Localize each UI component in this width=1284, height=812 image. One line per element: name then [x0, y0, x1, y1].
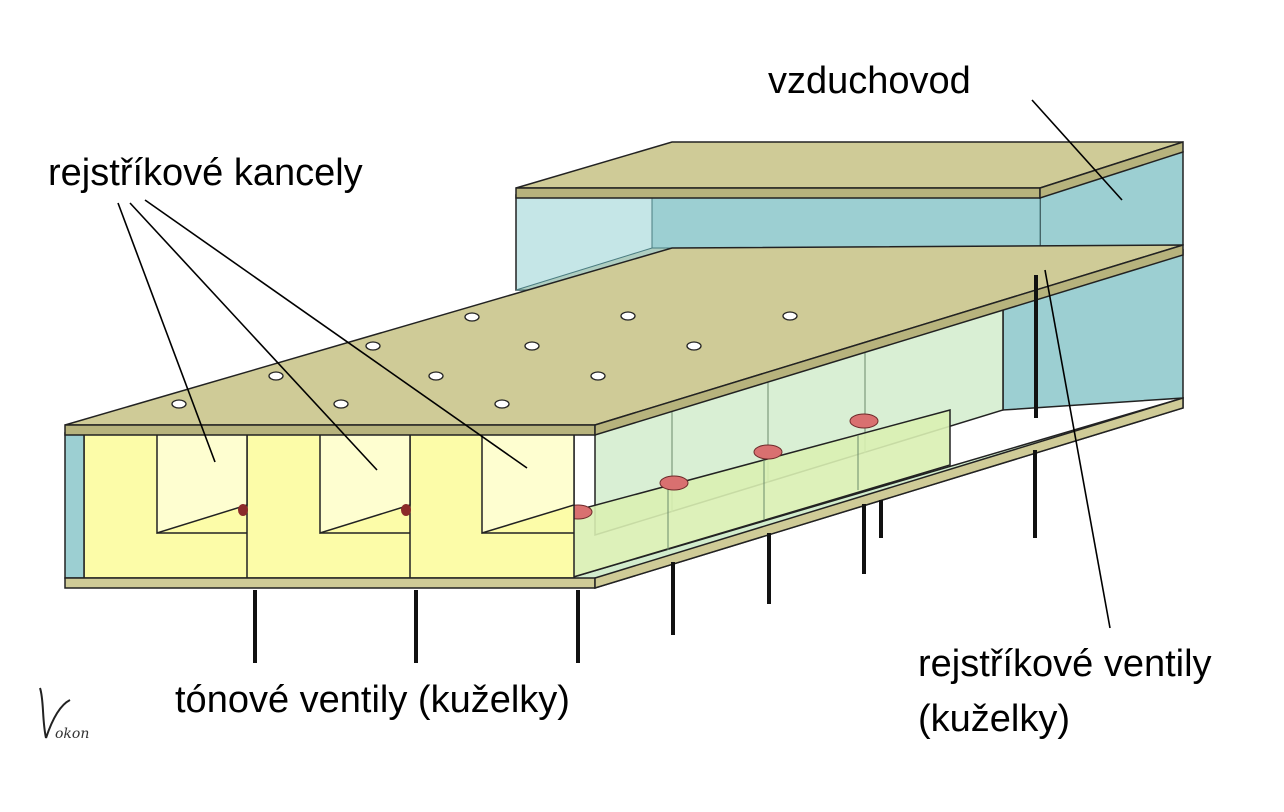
label-stop-valves-line1: rejstříkové ventily	[918, 643, 1212, 685]
svg-text:okon: okon	[55, 726, 89, 742]
label-stop-channels: rejstříkové kancely	[48, 152, 363, 194]
valve-rods	[253, 275, 1038, 663]
tone-valve	[753, 444, 783, 460]
windchest-left-end	[64, 432, 85, 579]
label-stop-valves-line2: (kuželky)	[918, 698, 1070, 740]
windchest-bottom-board	[64, 577, 596, 589]
tone-valve	[659, 475, 689, 491]
label-air-duct: vzduchovod	[768, 60, 971, 102]
tone-valve	[849, 413, 879, 429]
pipe-holes	[171, 311, 798, 409]
author-signature: okon	[39, 687, 89, 742]
windchest-body	[64, 243, 1184, 590]
leader-lines	[117, 99, 1123, 629]
label-tone-valves: tónové ventily (kuželky)	[175, 679, 570, 721]
air-duct-inner-wall	[651, 194, 1041, 249]
air-duct-top-board-edge	[515, 187, 1041, 199]
windchest-top-board-edge	[64, 424, 596, 436]
